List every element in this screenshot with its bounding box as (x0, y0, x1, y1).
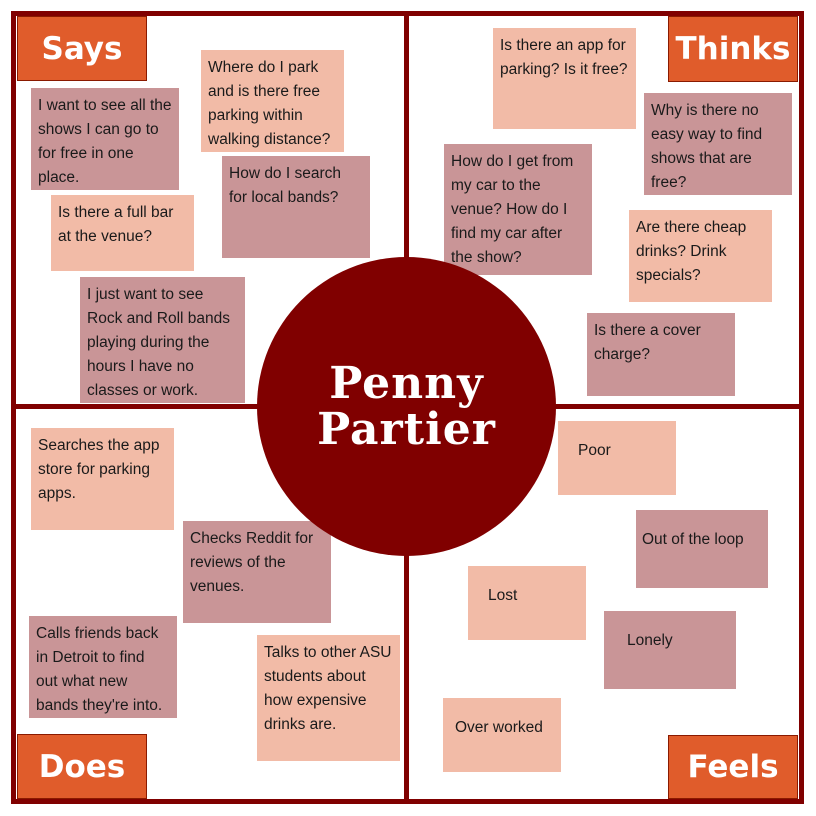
sticky-note[interactable]: Poor (558, 421, 676, 495)
sticky-note[interactable]: How do I search for local bands? (222, 156, 370, 258)
sticky-note[interactable]: Lost (468, 566, 586, 640)
persona-last-name: Partier (317, 403, 496, 455)
sticky-note[interactable]: Why is there no easy way to find shows t… (644, 93, 792, 195)
sticky-note[interactable]: Is there a full bar at the venue? (51, 195, 194, 271)
sticky-note[interactable]: Is there a cover charge? (587, 313, 735, 396)
sticky-note[interactable]: How do I get from my car to the venue? H… (444, 144, 592, 275)
sticky-note[interactable]: Talks to other ASU students about how ex… (257, 635, 400, 761)
feels-label: Feels (668, 735, 798, 799)
sticky-note[interactable]: Is there an app for parking? Is it free? (493, 28, 636, 129)
persona-circle: Penny Partier (257, 257, 556, 556)
sticky-note[interactable]: Over worked (443, 698, 561, 772)
sticky-note[interactable]: Calls friends back in Detroit to find ou… (29, 616, 177, 718)
sticky-note[interactable]: Where do I park and is there free parkin… (201, 50, 344, 152)
sticky-note[interactable]: Lonely (604, 611, 736, 689)
sticky-note[interactable]: Checks Reddit for reviews of the venues. (183, 521, 331, 623)
persona-first-name: Penny (329, 357, 484, 409)
sticky-note[interactable]: I want to see all the shows I can go to … (31, 88, 179, 190)
sticky-note[interactable]: I just want to see Rock and Roll bands p… (80, 277, 245, 403)
thinks-label: Thinks (668, 16, 798, 82)
sticky-note[interactable]: Are there cheap drinks? Drink specials? (629, 210, 772, 302)
sticky-note[interactable]: Out of the loop (636, 510, 768, 588)
sticky-note[interactable]: Searches the app store for parking apps. (31, 428, 174, 530)
says-label: Says (17, 16, 147, 81)
does-label: Does (17, 734, 147, 799)
